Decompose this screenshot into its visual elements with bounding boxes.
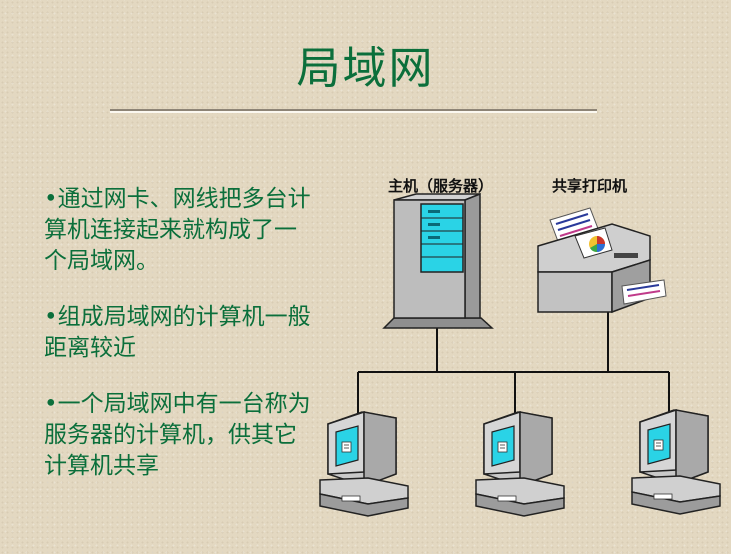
bullet-item: •组成局域网的计算机一般距离较近: [44, 304, 311, 361]
server-label: 主机（服务器）: [388, 177, 494, 195]
page-title: 局域网: [296, 43, 435, 94]
printer-icon: [537, 207, 667, 314]
client-computer-icon: [631, 409, 721, 515]
title-divider: [110, 109, 597, 113]
bullet-item: •通过网卡、网线把多台计算机连接起来就构成了一个局域网。: [44, 186, 311, 274]
server-tower-icon: [382, 192, 494, 329]
client-computer-icon: [475, 411, 565, 517]
bullet-item: •一个局域网中有一台称为服务器的计算机，供其它计算机共享: [44, 391, 311, 479]
bullet-list: •通过网卡、网线把多台计算机连接起来就构成了一个局域网。 •组成局域网的计算机一…: [44, 184, 319, 507]
network-cables: [357, 308, 670, 420]
printer-label: 共享打印机: [552, 177, 628, 195]
client-computer-icon: [319, 411, 409, 517]
